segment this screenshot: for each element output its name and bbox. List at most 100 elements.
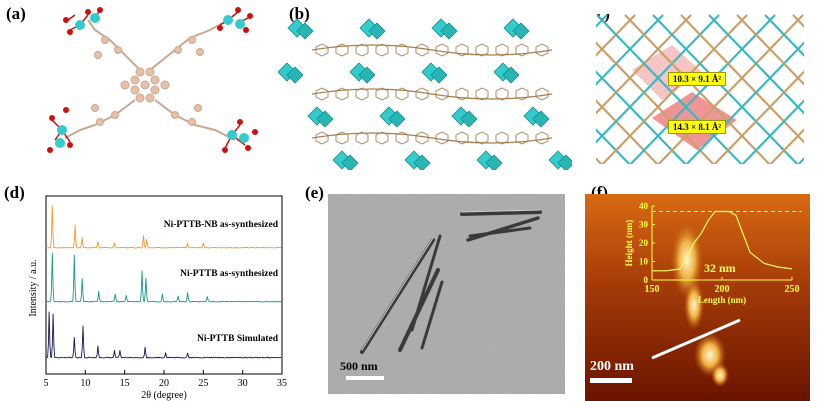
framework-packing xyxy=(277,18,572,170)
cluster-polyhedron xyxy=(296,22,314,40)
x-axis-label: 2θ (degree) xyxy=(141,390,187,401)
pore-label-large: 14.3 × 8.1 Å² xyxy=(668,120,727,134)
scalebar-e xyxy=(346,376,384,380)
linker-strand xyxy=(311,132,553,144)
molecular-structure xyxy=(47,7,258,153)
inset-y-tick-label: 30 xyxy=(639,220,649,230)
linker-ring xyxy=(415,43,429,57)
linker-ring xyxy=(515,131,529,145)
linker-ring xyxy=(315,87,329,101)
linker-ring xyxy=(475,43,489,57)
cluster-polyhedron xyxy=(368,22,386,40)
net-strand xyxy=(652,14,804,170)
net-strand xyxy=(572,14,692,140)
cluster-polyhedron xyxy=(430,66,448,84)
inset-y-tick-label: 10 xyxy=(639,257,649,267)
y-axis-label: Intensity / a.u. xyxy=(28,259,39,316)
x-tick-label: 15 xyxy=(120,378,130,389)
x-tick-label: 5 xyxy=(44,378,49,389)
cluster-polyhedron xyxy=(316,110,334,128)
linker-ring xyxy=(335,87,349,101)
net-strand xyxy=(624,14,776,170)
net-strand xyxy=(572,14,636,82)
x-tick-label: 10 xyxy=(80,378,90,389)
panel-c: (c) 10.3 × 9.1 Å² 14.3 × 8.1 Å² xyxy=(572,0,817,170)
cluster-polyhedron xyxy=(413,154,431,170)
linker-ring xyxy=(355,87,369,101)
cluster-polyhedron xyxy=(286,66,304,84)
linker-ring xyxy=(335,131,349,145)
linker-strand xyxy=(311,44,553,56)
cluster-polyhedron xyxy=(440,22,458,40)
panel-a: (a) xyxy=(0,0,272,170)
net-strand xyxy=(708,56,817,170)
scalebar-f xyxy=(590,378,632,383)
linker-ring xyxy=(515,43,529,57)
linker-ring xyxy=(495,43,509,57)
inset-x-tick-label: 200 xyxy=(715,284,730,295)
panel-d: (d) Intensity / a.u. 2θ (degree) 5 10 15 20… xyxy=(0,180,300,401)
x-tick-label: 25 xyxy=(198,378,208,389)
inset-y-tick-label: 40 xyxy=(639,201,649,211)
linker-ring xyxy=(455,87,469,101)
linker-ring xyxy=(435,87,449,101)
net-strand xyxy=(764,14,817,71)
series-label-as: Ni-PTTB as-synthesized xyxy=(180,269,279,279)
linker-ring xyxy=(395,87,409,101)
linker-ring xyxy=(315,131,329,145)
scalebar-e-text: 500 nm xyxy=(340,359,378,373)
linker-ring xyxy=(495,131,509,145)
height-annotation: 32 nm xyxy=(704,261,736,275)
linker-ring xyxy=(435,131,449,145)
linker-ring xyxy=(355,131,369,145)
linker-ring xyxy=(375,131,389,145)
linker-ring xyxy=(455,43,469,57)
cluster-polyhedron xyxy=(532,110,550,128)
cluster-polyhedron xyxy=(388,110,406,128)
cluster-polyhedron xyxy=(485,154,503,170)
x-tick-label: 30 xyxy=(238,378,248,389)
inset-x-tick-label: 250 xyxy=(785,284,800,295)
cluster-polyhedron xyxy=(557,154,572,170)
panel-b: (b) xyxy=(272,0,572,170)
panel-d-label: (d) xyxy=(4,183,25,202)
linker-ring xyxy=(415,131,429,145)
series-label-sim: Ni-PTTB Simulated xyxy=(197,334,279,344)
net-strand xyxy=(572,103,636,170)
series-label-nb: Ni-PTTB-NB as-synthesized xyxy=(164,220,279,230)
inset-y-label: Height (nm) xyxy=(624,220,634,267)
inset-y-tick-label: 20 xyxy=(639,238,649,248)
cluster-polyhedron xyxy=(358,66,376,84)
linker-ring xyxy=(435,43,449,57)
linker-ring xyxy=(535,131,549,145)
panel-a-label: (a) xyxy=(6,4,26,23)
linker-ring xyxy=(355,43,369,57)
linker-ring xyxy=(335,43,349,57)
inset-x-label: Length (nm) xyxy=(698,295,746,305)
inset-y-tick-label: 0 xyxy=(644,275,649,285)
linker-ring xyxy=(475,87,489,101)
panel-b-label: (b) xyxy=(289,4,310,23)
linker-strand xyxy=(311,88,553,100)
net-strand xyxy=(764,114,817,170)
linker-ring xyxy=(315,43,329,57)
x-tick-label: 20 xyxy=(159,378,169,389)
pore-label-small: 10.3 × 9.1 Å² xyxy=(668,72,727,86)
height-profile-line xyxy=(652,210,793,272)
linker-ring xyxy=(535,43,549,57)
linker-ring xyxy=(495,87,509,101)
linker-ring xyxy=(415,87,429,101)
pxrd-trace xyxy=(45,252,282,303)
cluster-polyhedron xyxy=(502,66,520,84)
scalebar-f-text: 200 nm xyxy=(590,359,634,374)
linker-ring xyxy=(395,43,409,57)
cluster-polyhedron xyxy=(460,110,478,128)
linker-ring xyxy=(515,87,529,101)
linker-ring xyxy=(395,131,409,145)
inset-x-tick-label: 150 xyxy=(645,284,660,295)
net-strand xyxy=(596,14,748,170)
linker-ring xyxy=(535,87,549,101)
linker-ring xyxy=(455,131,469,145)
tem-image: 500 nm xyxy=(328,194,565,394)
